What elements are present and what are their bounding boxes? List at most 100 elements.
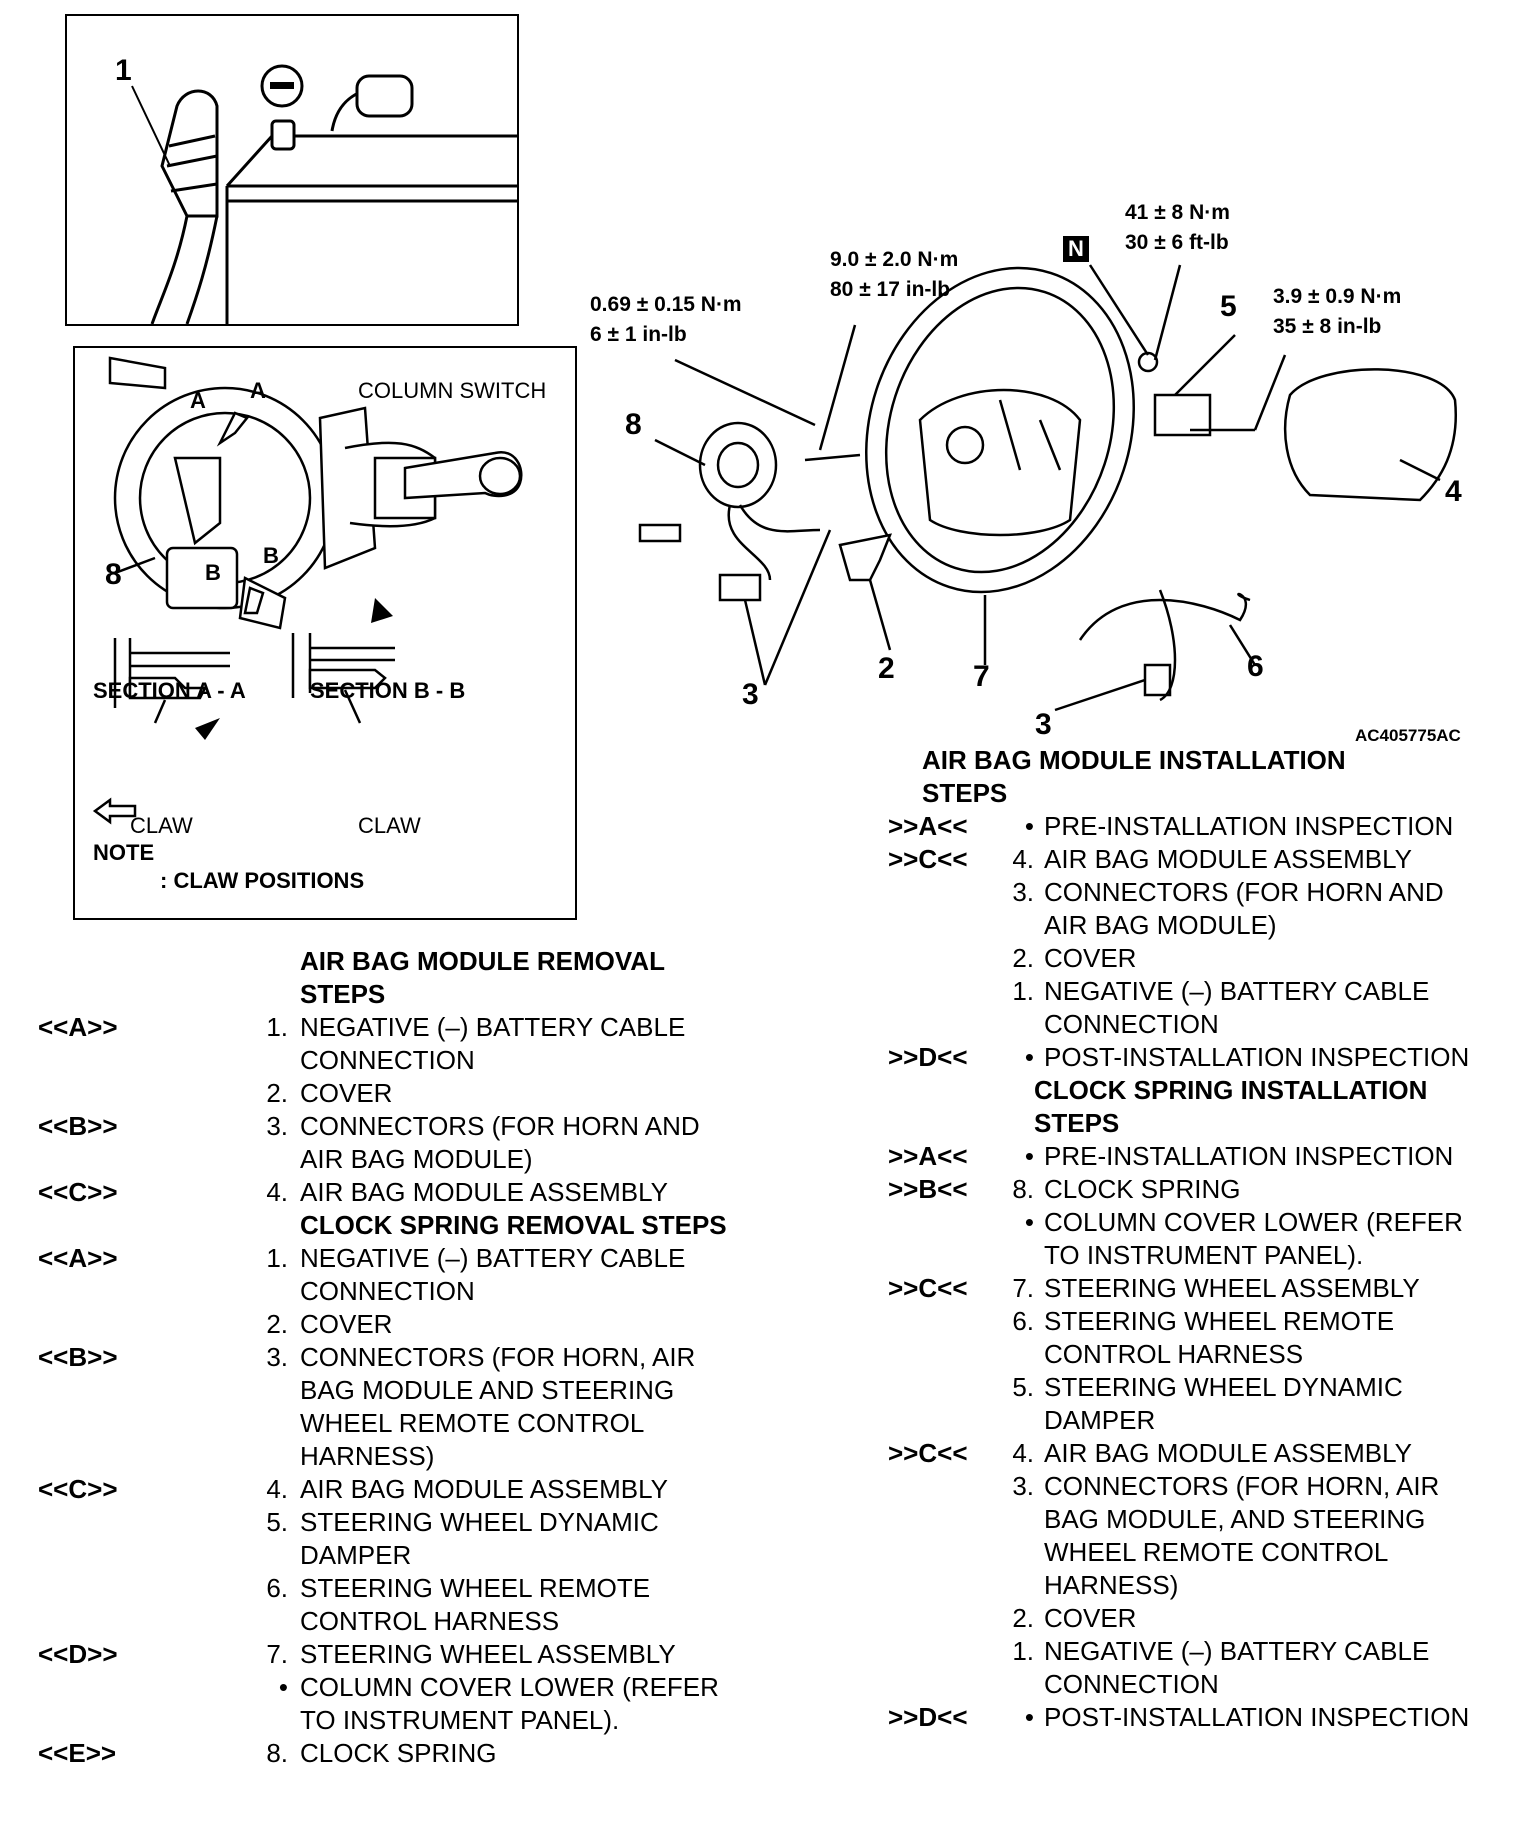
step-code bbox=[888, 1008, 992, 1041]
callout-6: 6 bbox=[1247, 650, 1264, 683]
step-text: AIR BAG MODULE ASSEMBLY bbox=[300, 1177, 668, 1207]
step-number bbox=[992, 1008, 1044, 1041]
clock-spring-install-title-2: STEPS bbox=[1034, 1108, 1120, 1138]
step-code bbox=[888, 1470, 992, 1503]
step-code: <<D>> bbox=[38, 1639, 118, 1669]
step-row: >>A<<•PRE-INSTALLATION INSPECTION bbox=[888, 810, 1528, 843]
step-text: CONNECTION bbox=[300, 1276, 475, 1306]
step-text: CONTROL HARNESS bbox=[300, 1606, 560, 1636]
step-code bbox=[38, 1374, 188, 1407]
step-row: >>C<<4.AIR BAG MODULE ASSEMBLY bbox=[888, 843, 1528, 876]
step-number bbox=[188, 1440, 300, 1473]
step-code bbox=[888, 1536, 992, 1569]
step-row: BAG MODULE, AND STEERING bbox=[888, 1503, 1528, 1536]
step-text: CLOCK SPRING bbox=[300, 1738, 497, 1768]
step-code bbox=[888, 1371, 992, 1404]
step-row: 5.STEERING WHEEL DYNAMIC bbox=[38, 1506, 758, 1539]
step-number: 1. bbox=[1012, 1636, 1034, 1666]
step-code: >>D<< bbox=[888, 1702, 968, 1732]
step-row: >>B<<8.CLOCK SPRING bbox=[888, 1173, 1528, 1206]
callout-2: 2 bbox=[878, 652, 895, 685]
step-row: <<E>>8.CLOCK SPRING bbox=[38, 1737, 758, 1770]
step-code bbox=[888, 942, 992, 975]
step-text: COVER bbox=[300, 1078, 393, 1108]
step-text: CONNECTORS (FOR HORN, AIR bbox=[300, 1342, 696, 1372]
step-number: 3. bbox=[1012, 1471, 1034, 1501]
torque-steering-nut: 41 ± 8 N·m 30 ± 6 ft-lb bbox=[1125, 198, 1230, 258]
step-code bbox=[888, 975, 992, 1008]
step-row: CONNECTION bbox=[38, 1275, 758, 1308]
column-switch-illustration bbox=[92, 356, 523, 825]
step-text: NEGATIVE (–) BATTERY CABLE bbox=[1044, 976, 1430, 1006]
step-row: 6.STEERING WHEEL REMOTE bbox=[38, 1572, 758, 1605]
step-number: 4. bbox=[266, 1474, 288, 1504]
step-number bbox=[992, 909, 1044, 942]
step-number: 2. bbox=[266, 1078, 288, 1108]
step-number: • bbox=[1024, 1702, 1034, 1732]
step-text: COLUMN COVER LOWER (REFER bbox=[1044, 1207, 1463, 1237]
step-code bbox=[38, 1572, 188, 1605]
step-number: 5. bbox=[1012, 1372, 1034, 1402]
step-text: STEERING WHEEL DYNAMIC bbox=[300, 1507, 659, 1537]
step-number bbox=[188, 1374, 300, 1407]
callout-4: 4 bbox=[1445, 475, 1462, 508]
step-text: HARNESS) bbox=[1044, 1570, 1179, 1600]
non-reusable-badge: N bbox=[1063, 236, 1089, 262]
step-row: 3.CONNECTORS (FOR HORN AND bbox=[888, 876, 1528, 909]
torque-t4-metric: 3.9 ± 0.9 N·m bbox=[1273, 285, 1402, 308]
step-row: DAMPER bbox=[38, 1539, 758, 1572]
step-code bbox=[38, 1044, 188, 1077]
step-number: 3. bbox=[1012, 877, 1034, 907]
step-number bbox=[188, 1143, 300, 1176]
step-number: 6. bbox=[1012, 1306, 1034, 1336]
step-row: TO INSTRUMENT PANEL). bbox=[888, 1239, 1528, 1272]
step-row: AIR BAG MODULE) bbox=[888, 909, 1528, 942]
step-text: AIR BAG MODULE ASSEMBLY bbox=[1044, 1438, 1412, 1468]
step-number bbox=[992, 1338, 1044, 1371]
callout-5: 5 bbox=[1220, 290, 1237, 323]
marker-a2: A bbox=[250, 378, 266, 403]
step-number: 4. bbox=[266, 1177, 288, 1207]
step-code: <<E>> bbox=[38, 1738, 117, 1768]
battery-panel: 1 bbox=[65, 14, 519, 326]
step-code: >>A<< bbox=[888, 1141, 968, 1171]
step-row: <<A>>1.NEGATIVE (–) BATTERY CABLE bbox=[38, 1011, 758, 1044]
step-number bbox=[188, 1407, 300, 1440]
torque-t3-metric: 41 ± 8 N·m bbox=[1125, 201, 1230, 224]
removal-steps: AIR BAG MODULE REMOVAL STEPS <<A>>1.NEGA… bbox=[38, 945, 758, 1770]
step-number bbox=[188, 1275, 300, 1308]
step-code bbox=[888, 1206, 992, 1239]
step-code bbox=[888, 1668, 992, 1701]
step-text: CONNECTORS (FOR HORN AND bbox=[300, 1111, 700, 1141]
step-row: 3.CONNECTORS (FOR HORN, AIR bbox=[888, 1470, 1528, 1503]
step-number: • bbox=[278, 1672, 288, 1702]
step-row: CONNECTION bbox=[888, 1668, 1528, 1701]
step-text: NEGATIVE (–) BATTERY CABLE bbox=[300, 1243, 686, 1273]
installation-steps: AIR BAG MODULE INSTALLATION STEPS >>A<<•… bbox=[888, 744, 1528, 1734]
torque-t4-imperial: 35 ± 8 in-lb bbox=[1273, 315, 1382, 338]
step-text: NEGATIVE (–) BATTERY CABLE bbox=[1044, 1636, 1430, 1666]
torque-t3-imperial: 30 ± 6 ft-lb bbox=[1125, 231, 1229, 254]
torque-t1-metric: 0.69 ± 0.15 N·m bbox=[590, 293, 742, 316]
note-label: NOTE bbox=[93, 840, 155, 865]
step-row: BAG MODULE AND STEERING bbox=[38, 1374, 758, 1407]
step-code bbox=[888, 1602, 992, 1635]
marker-b1: B bbox=[205, 560, 221, 585]
torque-air-bag-bolt: 3.9 ± 0.9 N·m 35 ± 8 in-lb bbox=[1273, 282, 1401, 342]
step-row: >>C<<7.STEERING WHEEL ASSEMBLY bbox=[888, 1272, 1528, 1305]
step-number: 8. bbox=[1012, 1174, 1034, 1204]
step-row: 2.COVER bbox=[38, 1308, 758, 1341]
clock-spring-removal-title: CLOCK SPRING REMOVAL STEPS bbox=[300, 1210, 727, 1240]
step-number bbox=[992, 1503, 1044, 1536]
step-number: 1. bbox=[266, 1012, 288, 1042]
step-text: STEERING WHEEL REMOTE bbox=[300, 1573, 651, 1603]
step-text: AIR BAG MODULE) bbox=[1044, 910, 1277, 940]
air-bag-removal-title-2: STEPS bbox=[300, 979, 386, 1009]
step-text: STEERING WHEEL ASSEMBLY bbox=[1044, 1273, 1420, 1303]
step-text: DAMPER bbox=[300, 1540, 412, 1570]
air-bag-install-title-1: AIR BAG MODULE INSTALLATION bbox=[922, 745, 1346, 775]
step-number: • bbox=[1024, 811, 1034, 841]
marker-a1: A bbox=[190, 388, 206, 413]
step-text: PRE-INSTALLATION INSPECTION bbox=[1044, 1141, 1454, 1171]
step-row: HARNESS) bbox=[38, 1440, 758, 1473]
